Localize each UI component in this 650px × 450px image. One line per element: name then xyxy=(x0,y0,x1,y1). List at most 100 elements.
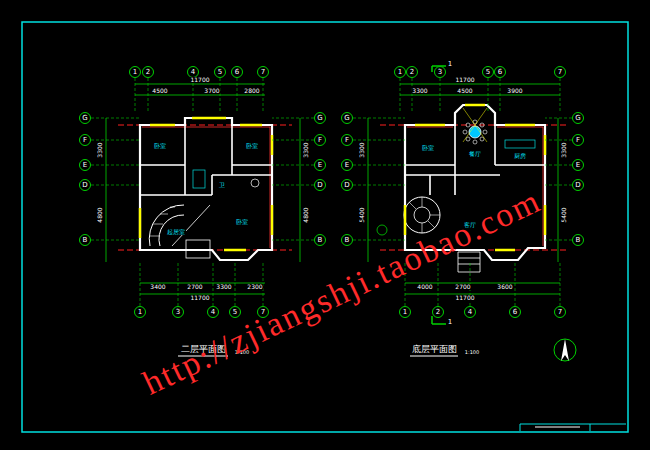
dimension: 11700 xyxy=(189,77,210,83)
axis-line xyxy=(91,240,140,241)
axis-bubble: 2 xyxy=(406,66,418,78)
axis-bubble: 2 xyxy=(142,66,154,78)
axis-bubble: 4 xyxy=(207,306,219,318)
axis-line xyxy=(545,165,572,166)
axis-bubble: 5 xyxy=(482,66,494,78)
window xyxy=(140,118,272,250)
axis-number: B xyxy=(576,237,581,244)
axis-number: 6 xyxy=(498,69,502,76)
axis-number: E xyxy=(83,162,87,169)
axis-line xyxy=(440,78,441,112)
landing xyxy=(186,240,210,258)
dimension: 3300 xyxy=(97,141,103,158)
axis-line xyxy=(272,118,314,119)
axis-bubble: 6 xyxy=(509,306,521,318)
axis-bubble: B xyxy=(79,234,91,246)
axis-bubble: 2 xyxy=(432,306,444,318)
dimension: 5400 xyxy=(359,206,365,223)
axis-bubble-mark xyxy=(377,225,387,235)
axis-bubble: D xyxy=(572,179,584,191)
axis-number: F xyxy=(345,137,349,144)
axis-bubble: F xyxy=(341,134,353,146)
axis-line xyxy=(545,240,572,241)
dimension: 2300 xyxy=(246,284,263,290)
axis-number: D xyxy=(344,182,349,189)
stair-core xyxy=(414,207,430,223)
axis-line xyxy=(220,78,221,112)
axis-number: 7 xyxy=(558,69,562,76)
axis-number: G xyxy=(575,115,580,122)
fixture xyxy=(251,179,259,187)
axis-bubble: 7 xyxy=(554,306,566,318)
title-block xyxy=(520,424,626,431)
axis-bubble: G xyxy=(314,112,326,124)
axis-bubble: E xyxy=(314,159,326,171)
axis-line xyxy=(353,118,405,119)
axis-bubble: 6 xyxy=(231,66,243,78)
dimension: 3300 xyxy=(359,141,365,158)
axis-number: B xyxy=(345,237,350,244)
exterior-wall xyxy=(140,118,272,260)
dimension: 3300 xyxy=(411,88,428,94)
axis-bubble: F xyxy=(79,134,91,146)
axis-line xyxy=(140,262,141,306)
axis-number: 7 xyxy=(558,309,562,316)
section-number: 1 xyxy=(448,319,452,326)
axis-number: G xyxy=(344,115,349,122)
dimension: 3300 xyxy=(215,284,232,290)
dimension: 2700 xyxy=(454,284,471,290)
axis-number: 3 xyxy=(176,309,180,316)
axis-bubble: F xyxy=(572,134,584,146)
wall-line xyxy=(142,127,270,248)
axis-line xyxy=(263,78,264,112)
axis-line xyxy=(148,78,149,112)
axis-number: 5 xyxy=(233,309,237,316)
axis-line xyxy=(353,240,405,241)
dimension: 11700 xyxy=(189,295,210,301)
axis-line xyxy=(500,78,501,112)
axis-line xyxy=(412,78,413,112)
axis-bubble: E xyxy=(572,159,584,171)
axis-bubble: 1 xyxy=(394,66,406,78)
watermark: http://zjiangshji.taobao.com xyxy=(138,183,546,401)
axis-line xyxy=(235,262,236,306)
section-mark xyxy=(432,66,446,324)
axis-line xyxy=(438,262,439,306)
dimension: 11700 xyxy=(454,295,475,301)
axis-bubble: 4 xyxy=(464,306,476,318)
axis-line xyxy=(545,140,572,141)
axis-bubble: G xyxy=(341,112,353,124)
axis-line xyxy=(272,185,314,186)
axis-number: E xyxy=(345,162,349,169)
room-name: 卧室 xyxy=(245,143,259,149)
dimension: 2700 xyxy=(186,284,203,290)
axis-bubble: E xyxy=(79,159,91,171)
axis-number: 1 xyxy=(398,69,402,76)
axis-number: 4 xyxy=(191,69,195,76)
axis-bubble: 7 xyxy=(554,66,566,78)
dimension: 4800 xyxy=(97,206,103,223)
axis-line xyxy=(237,78,238,112)
room-name: 餐厅 xyxy=(468,151,482,157)
axis-line xyxy=(560,262,561,306)
axis-bubble: 5 xyxy=(229,306,241,318)
axis-number: F xyxy=(576,137,580,144)
chairs xyxy=(463,120,487,144)
room-name: 厨房 xyxy=(513,153,527,159)
dimension: 4500 xyxy=(456,88,473,94)
dining-table xyxy=(469,126,481,138)
interior-wall xyxy=(140,125,272,195)
axis-bubble: 7 xyxy=(257,66,269,78)
axis-number: D xyxy=(82,182,87,189)
axis-bubble: B xyxy=(314,234,326,246)
entrance-steps xyxy=(458,252,480,272)
axis-bubble: 6 xyxy=(494,66,506,78)
dimension: 4000 xyxy=(416,284,433,290)
axis-line xyxy=(545,118,572,119)
dimension: 3400 xyxy=(149,284,166,290)
dimension: 11700 xyxy=(454,77,475,83)
axis-number: D xyxy=(575,182,580,189)
axis-number: 1 xyxy=(133,69,137,76)
